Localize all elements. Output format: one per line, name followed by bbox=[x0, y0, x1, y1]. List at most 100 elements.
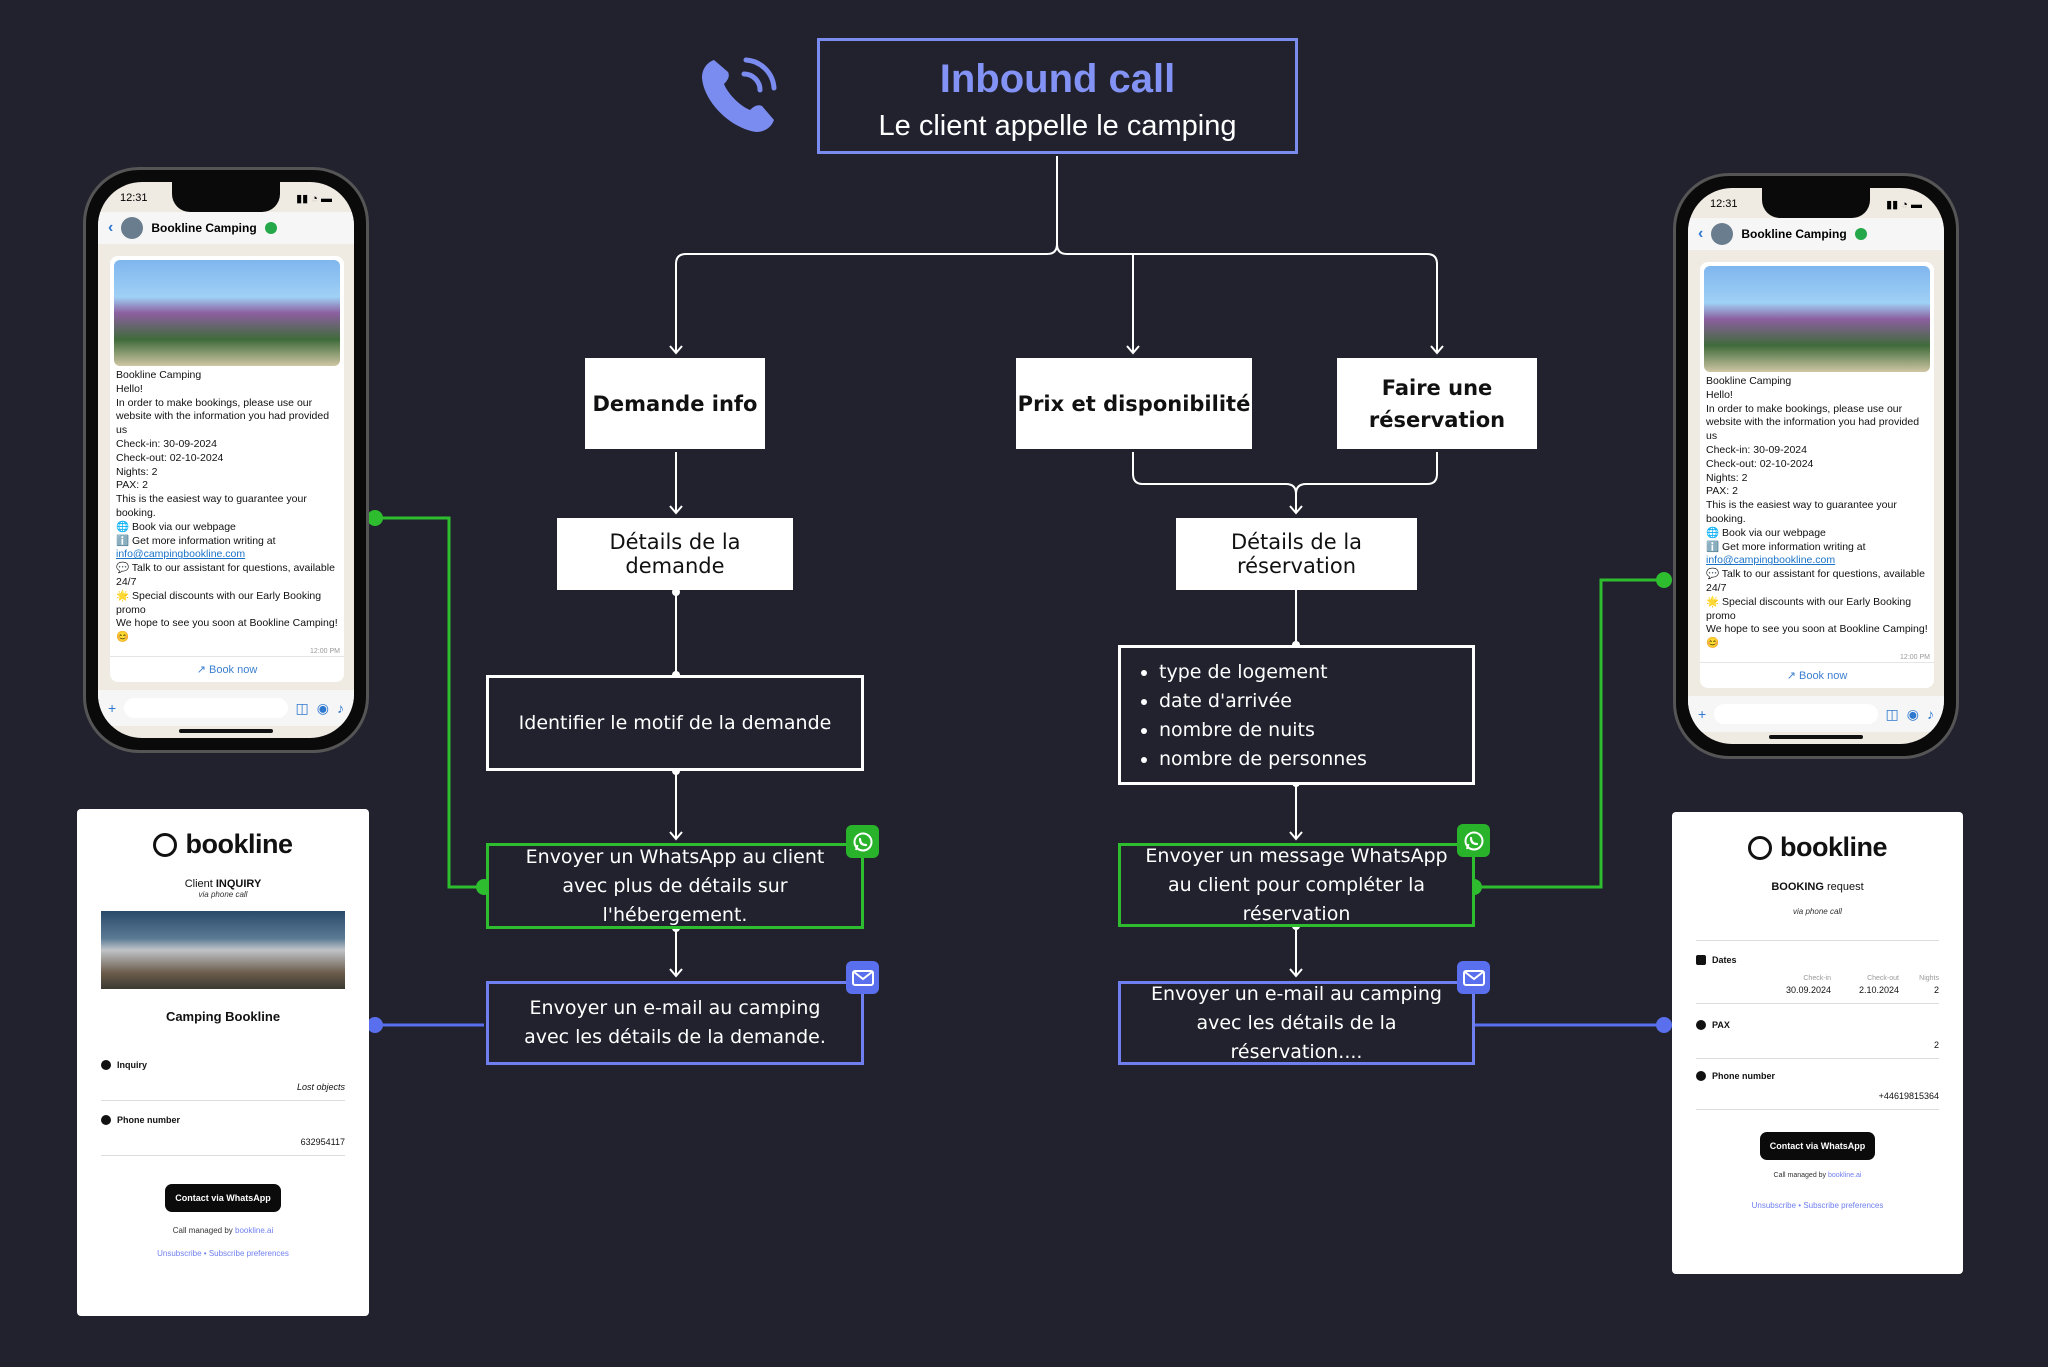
bookline-logo-icon bbox=[1747, 835, 1772, 860]
message-line: Check-out: 02-10-2024 bbox=[116, 451, 224, 464]
phone-notch bbox=[1762, 188, 1870, 218]
phone-label: Phone number bbox=[117, 1115, 181, 1125]
mail-icon bbox=[1457, 961, 1490, 994]
email-demande-box: Envoyer un e-mail au camping avec les dé… bbox=[486, 981, 864, 1065]
dates-values: 30.09.2024 2.10.2024 2 bbox=[1696, 985, 1939, 995]
message-line: PAX: 2 bbox=[116, 479, 148, 492]
contact-name: Bookline Camping bbox=[1741, 227, 1847, 241]
chat-header: ‹ Bookline Camping bbox=[98, 212, 354, 244]
mic-icon[interactable]: ♪ bbox=[337, 700, 344, 716]
bookline-logo-icon bbox=[153, 832, 178, 857]
verified-icon bbox=[1854, 228, 1867, 240]
book-now-button[interactable]: ↗ Book now bbox=[1700, 662, 1934, 688]
sticker-icon[interactable]: ◫ bbox=[295, 699, 309, 716]
phone-screen: 12:31 ▮▮ ◔ ▬ ‹ Bookline Camping Bookline… bbox=[1688, 188, 1944, 744]
bookline-logo: bookline bbox=[1672, 832, 1963, 863]
bookline-link[interactable]: bookline.ai bbox=[235, 1226, 274, 1235]
dates-label: Dates bbox=[1712, 955, 1737, 965]
signal-icon: ▮▮ ◔ ▬ bbox=[1886, 199, 1922, 211]
contact-whatsapp-button[interactable]: Contact via WhatsApp bbox=[165, 1184, 281, 1212]
book-now-label: Book now bbox=[1798, 670, 1848, 682]
divider bbox=[1696, 1003, 1939, 1004]
bookline-link[interactable]: bookline.ai bbox=[1828, 1172, 1862, 1179]
message-line: 🌟 Special discounts with our Early Booki… bbox=[116, 589, 322, 616]
mail-icon bbox=[846, 961, 879, 994]
branch-demande-info: Demande info bbox=[585, 358, 765, 449]
calendar-icon bbox=[1696, 955, 1706, 965]
connector-to-reservation bbox=[1056, 243, 1438, 352]
status-bar: 12:31 ▮▮ ◔ ▬ bbox=[1710, 198, 1922, 211]
phone-value: +44619815364 bbox=[1878, 1091, 1939, 1101]
book-now-label: Book now bbox=[208, 664, 258, 676]
inquiry-email-card: bookline Client INQUIRY via phone call C… bbox=[77, 809, 369, 1316]
back-icon[interactable]: ‹ bbox=[108, 219, 114, 236]
branch-faire-reservation: Faire une réservation bbox=[1337, 358, 1537, 449]
inquiry-row: Inquiry bbox=[101, 1060, 345, 1070]
phone-icon bbox=[101, 1115, 111, 1125]
message-time: 12:00 PM bbox=[310, 647, 340, 655]
message-input-bar: + ◫ ◉ ♪ bbox=[98, 690, 354, 726]
question-icon bbox=[101, 1060, 111, 1070]
people-icon bbox=[1696, 1020, 1706, 1030]
phone-icon bbox=[1696, 1071, 1706, 1081]
camera-icon[interactable]: ◉ bbox=[1906, 705, 1919, 722]
mic-icon[interactable]: ♪ bbox=[1927, 706, 1934, 722]
avatar bbox=[1711, 223, 1734, 245]
camping-photo bbox=[114, 260, 340, 366]
message-line: Nights: 2 bbox=[116, 465, 158, 478]
inbound-call-title: Inbound call bbox=[939, 57, 1176, 101]
managed-by-prefix: Call managed by bbox=[1773, 1172, 1828, 1179]
back-icon[interactable]: ‹ bbox=[1698, 225, 1704, 242]
book-now-button[interactable]: ↗ Book now bbox=[110, 656, 344, 682]
whatsapp-icon bbox=[846, 825, 879, 858]
heading-prefix: Client bbox=[184, 878, 216, 890]
plus-icon[interactable]: + bbox=[108, 700, 117, 716]
message-line: Hello! bbox=[116, 382, 143, 395]
inquiry-label: Inquiry bbox=[117, 1060, 148, 1070]
phone-value: 632954117 bbox=[300, 1137, 345, 1147]
heading-suffix: request bbox=[1823, 881, 1864, 893]
avatar bbox=[121, 217, 144, 239]
checkout-label: Check-out bbox=[1867, 975, 1899, 982]
connector-prix-merge bbox=[1132, 452, 1297, 512]
divider bbox=[1696, 1058, 1939, 1059]
message-input[interactable] bbox=[1714, 704, 1878, 724]
message-line: 🌐 Book via our webpage bbox=[1706, 526, 1826, 539]
connector-to-demande-info bbox=[675, 156, 1058, 352]
verified-icon bbox=[264, 222, 277, 234]
message-line: Bookline Camping bbox=[116, 369, 202, 381]
phone-notch bbox=[172, 182, 280, 212]
phone-right: 12:31 ▮▮ ◔ ▬ ‹ Bookline Camping Bookline… bbox=[1673, 173, 1959, 759]
branch-prix-disponibilite: Prix et disponibilité bbox=[1016, 358, 1252, 449]
message-line: ℹ️ Get more information writing at bbox=[116, 534, 276, 547]
message-line: We hope to see you soon at Bookline Camp… bbox=[116, 617, 338, 644]
checkout-value: 2.10.2024 bbox=[1858, 985, 1899, 995]
campsite-photo bbox=[101, 911, 345, 989]
via-phone-call: via phone call bbox=[198, 890, 248, 899]
camera-icon[interactable]: ◉ bbox=[316, 699, 329, 716]
phone-ringing-icon bbox=[696, 52, 782, 138]
message-line: 🌟 Special discounts with our Early Booki… bbox=[1706, 595, 1912, 622]
pax-value: 2 bbox=[1933, 1040, 1939, 1050]
connector-resa-merge bbox=[1295, 452, 1438, 512]
list-item: type de logement bbox=[1159, 658, 1367, 687]
contact-whatsapp-button[interactable]: Contact via WhatsApp bbox=[1759, 1132, 1876, 1160]
checkin-value: 30.09.2024 bbox=[1785, 985, 1831, 995]
email-link[interactable]: info@campingbookline.com bbox=[116, 548, 246, 561]
nights-label: Nights bbox=[1919, 975, 1939, 982]
pax-row: PAX bbox=[1696, 1020, 1939, 1030]
brand-name: bookline bbox=[1779, 832, 1888, 862]
card-heading: BOOKING request bbox=[1672, 881, 1963, 893]
message-input[interactable] bbox=[124, 698, 288, 718]
plus-icon[interactable]: + bbox=[1698, 706, 1707, 722]
status-time: 12:31 bbox=[120, 192, 148, 204]
sticker-icon[interactable]: ◫ bbox=[1885, 705, 1899, 722]
unsubscribe-links[interactable]: Unsubscribe • Subscribe preferences bbox=[157, 1249, 289, 1258]
phone-left: 12:31 ▮▮ ◔ ▬ ‹ Bookline Camping Bookline… bbox=[83, 167, 369, 753]
whatsapp-icon bbox=[1457, 824, 1490, 857]
identifier-motif-box: Identifier le motif de la demande bbox=[486, 675, 864, 771]
email-link[interactable]: info@campingbookline.com bbox=[1706, 554, 1836, 567]
managed-by-prefix: Call managed by bbox=[172, 1226, 235, 1235]
card-heading: Client INQUIRY bbox=[77, 878, 369, 890]
unsubscribe-links[interactable]: Unsubscribe • Subscribe preferences bbox=[1751, 1201, 1884, 1210]
